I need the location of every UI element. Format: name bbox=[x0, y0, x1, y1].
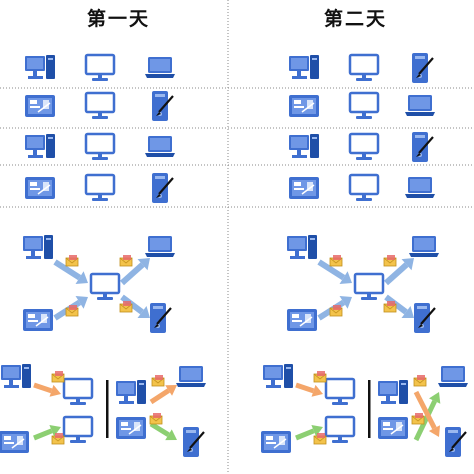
mail-icon bbox=[65, 255, 79, 267]
monitor-icon bbox=[84, 173, 116, 201]
transfer-arrow bbox=[33, 424, 61, 441]
transfer-arrow bbox=[295, 424, 323, 441]
mail-icon bbox=[51, 433, 65, 445]
monitor-icon bbox=[348, 91, 380, 119]
tablet-icon bbox=[289, 95, 319, 117]
mail-icon bbox=[413, 375, 427, 387]
tablet-icon bbox=[378, 417, 408, 439]
day-one-title: 第一天 bbox=[86, 8, 150, 30]
monitor-icon bbox=[62, 377, 94, 405]
transfer-arrow bbox=[53, 259, 88, 284]
laptop-icon bbox=[409, 236, 439, 257]
desktop-icon bbox=[116, 380, 146, 404]
mail-icon bbox=[313, 433, 327, 445]
laptop-icon bbox=[405, 177, 435, 198]
monitor-icon bbox=[353, 272, 385, 300]
tower-pen-icon bbox=[412, 53, 434, 83]
mail-icon bbox=[65, 305, 79, 317]
monitor-icon bbox=[89, 272, 121, 300]
monitor-icon bbox=[84, 132, 116, 160]
desktop-icon bbox=[378, 380, 408, 404]
tower-pen-icon bbox=[412, 132, 434, 162]
tablet-icon bbox=[287, 309, 317, 331]
transfer-arrows bbox=[33, 258, 441, 442]
monitor-icon bbox=[348, 53, 380, 81]
tablet-icon bbox=[289, 177, 319, 199]
laptop-icon bbox=[405, 95, 435, 116]
transfer-arrow bbox=[413, 392, 441, 442]
tablet-icon bbox=[25, 95, 55, 117]
transfer-arrow bbox=[33, 382, 61, 397]
tower-pen-icon bbox=[445, 427, 467, 457]
transfer-arrow bbox=[149, 421, 177, 441]
mail-icon bbox=[329, 255, 343, 267]
monitor-icon bbox=[348, 132, 380, 160]
device-icons bbox=[0, 53, 468, 457]
mail-icon bbox=[149, 413, 163, 425]
desktop-icon bbox=[1, 364, 31, 388]
mail-icon bbox=[383, 255, 397, 267]
desktop-icon bbox=[289, 55, 319, 79]
mail-icon bbox=[383, 301, 397, 313]
tablet-icon bbox=[25, 177, 55, 199]
transfer-arrow bbox=[413, 390, 441, 437]
mail-icon bbox=[313, 371, 327, 383]
desktop-icon bbox=[287, 235, 317, 259]
laptop-icon bbox=[438, 366, 468, 387]
transfer-arrow bbox=[149, 385, 177, 405]
monitor-icon bbox=[348, 173, 380, 201]
mail-icon bbox=[119, 255, 133, 267]
tablet-icon bbox=[116, 417, 146, 439]
monitor-icon bbox=[324, 415, 356, 443]
mail-icon bbox=[329, 305, 343, 317]
tower-pen-icon bbox=[414, 303, 436, 333]
tablet-icon bbox=[23, 309, 53, 331]
desktop-icon bbox=[23, 235, 53, 259]
desktop-icon bbox=[25, 134, 55, 158]
transfer-arrow bbox=[120, 258, 150, 286]
mail-icon bbox=[119, 301, 133, 313]
tower-pen-icon bbox=[150, 303, 172, 333]
desktop-icon bbox=[263, 364, 293, 388]
tablet-icon bbox=[0, 431, 29, 453]
monitor-icon bbox=[84, 53, 116, 81]
tablet-icon bbox=[261, 431, 291, 453]
tower-pen-icon bbox=[152, 91, 174, 121]
mail-icon bbox=[151, 375, 165, 387]
process-separator bbox=[106, 380, 109, 438]
transfer-arrow bbox=[317, 259, 352, 284]
transfer-arrow bbox=[295, 382, 323, 397]
desktop-icon bbox=[25, 55, 55, 79]
transfer-arrow bbox=[384, 258, 414, 286]
laptop-icon bbox=[145, 57, 175, 78]
monitor-icon bbox=[324, 377, 356, 405]
process-separator bbox=[368, 380, 371, 438]
tower-pen-icon bbox=[183, 427, 205, 457]
laptop-icon bbox=[176, 366, 206, 387]
day-two-title: 第二天 bbox=[323, 8, 387, 30]
mail-icon bbox=[51, 371, 65, 383]
monitor-icon bbox=[84, 91, 116, 119]
tower-pen-icon bbox=[152, 173, 174, 203]
monitor-icon bbox=[62, 415, 94, 443]
mail-icon bbox=[411, 413, 425, 425]
laptop-icon bbox=[145, 236, 175, 257]
desktop-icon bbox=[289, 134, 319, 158]
laptop-icon bbox=[145, 136, 175, 157]
